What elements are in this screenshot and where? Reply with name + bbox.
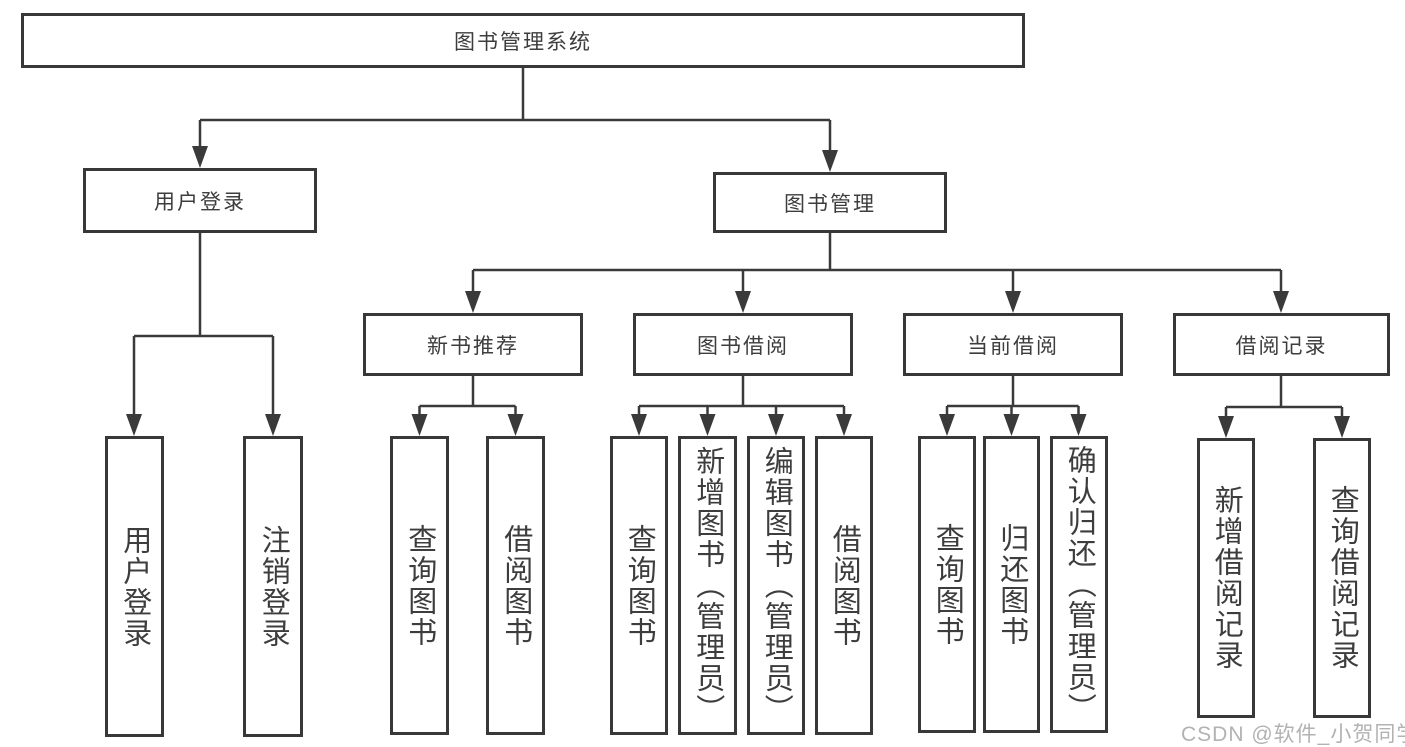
leaf-borrow-borrow-book: 借阅图书 xyxy=(815,436,873,735)
node-book-management: 图书管理 xyxy=(713,172,947,233)
leaf-recommend-query-book: 查询图书 xyxy=(390,436,449,735)
node-new-book-recommendation: 新书推荐 xyxy=(363,313,583,376)
node-current-borrowing: 当前借阅 xyxy=(903,313,1123,376)
arrowheads xyxy=(126,146,1350,438)
leaf-borrow-edit-book-admin: 编辑图书（管理员） xyxy=(747,436,805,735)
node-book-borrowing: 图书借阅 xyxy=(633,313,853,376)
leaf-records-add-borrow-record: 新增借阅记录 xyxy=(1197,438,1255,718)
leaf-current-return-book: 归还图书 xyxy=(983,436,1040,733)
leaf-logout: 注销登录 xyxy=(243,436,303,737)
node-user-login: 用户登录 xyxy=(83,168,317,233)
leaf-user-login: 用户登录 xyxy=(105,436,164,737)
leaf-borrow-add-book-admin: 新增图书（管理员） xyxy=(678,436,737,735)
leaf-current-confirm-return-admin: 确认归还（管理员） xyxy=(1050,436,1108,733)
node-root-library-management-system: 图书管理系统 xyxy=(21,13,1025,68)
leaf-recommend-borrow-book: 借阅图书 xyxy=(486,436,545,735)
node-borrowing-records: 借阅记录 xyxy=(1173,313,1390,376)
leaf-current-query-book: 查询图书 xyxy=(918,436,976,733)
leaf-records-query-borrow-record: 查询借阅记录 xyxy=(1313,438,1371,718)
csdn-watermark: CSDN @软件_小贺同学 xyxy=(1181,723,1405,746)
leaf-borrow-query-book: 查询图书 xyxy=(610,436,668,735)
